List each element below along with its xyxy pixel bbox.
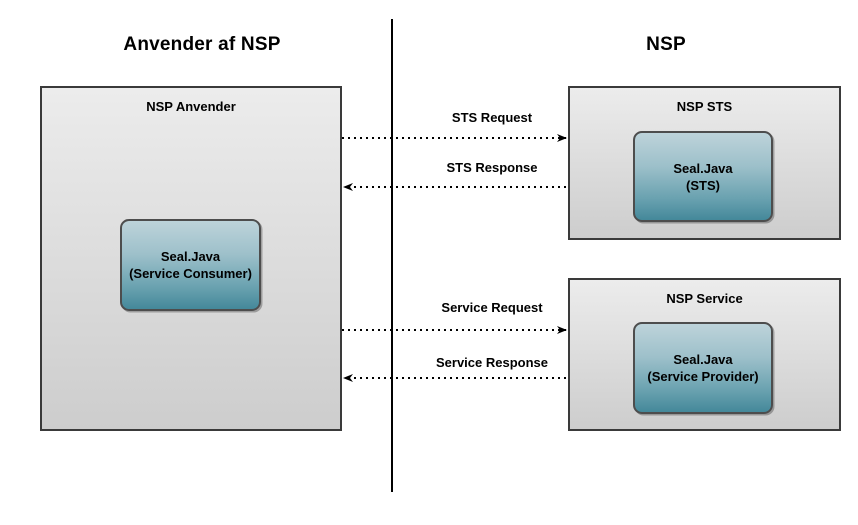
component-line-2: (STS): [686, 177, 720, 193]
container-label-nsp-anvender: NSP Anvender: [146, 99, 236, 114]
component-line-2: (Service Provider): [647, 369, 759, 384]
container-label-nsp-sts: NSP STS: [676, 99, 733, 114]
flow-label-service-response: Service Response: [435, 355, 548, 370]
component-seal-java-service-consumer[interactable]: Seal.Java (Service Consumer): [120, 219, 261, 311]
component-line-1: Seal.Java: [673, 160, 733, 176]
component-line-1: Seal.Java: [160, 249, 221, 264]
lane-title-anvender-af-nsp: Anvender af NSP: [123, 34, 281, 55]
component-seal-java-service-provider[interactable]: Seal.Java (Service Provider): [633, 322, 773, 414]
component-seal-java-sts[interactable]: Seal.Java (STS): [633, 131, 773, 222]
lane-divider-line: [391, 19, 393, 492]
component-line-1: Seal.Java: [673, 352, 733, 367]
flow-label-sts-request: STS Request: [451, 110, 533, 125]
flow-label-sts-response: STS Response: [446, 160, 538, 175]
flow-label-service-request: Service Request: [441, 300, 543, 315]
component-line-2: (Service Consumer): [129, 266, 252, 281]
lane-title-nsp: NSP: [646, 34, 686, 55]
container-label-nsp-service: NSP Service: [666, 291, 743, 306]
